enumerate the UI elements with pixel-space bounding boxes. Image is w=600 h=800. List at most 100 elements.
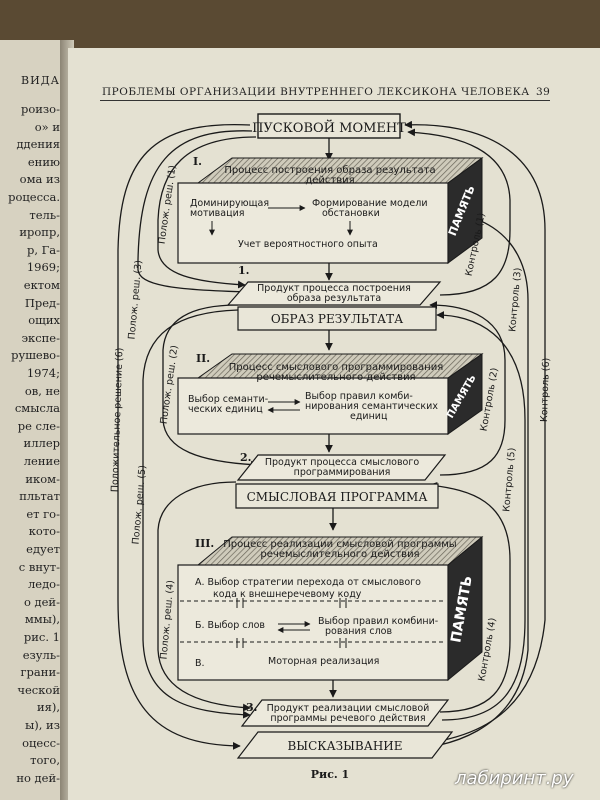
figure-caption: Рис. 1: [311, 768, 349, 781]
left-page-line: роцесса.: [8, 190, 60, 204]
block-2-item-b1: Выбор правил комби-: [305, 391, 413, 402]
block-1: I. Процесс построения образа результата …: [177, 155, 484, 264]
left-page-line: ледо-: [27, 577, 60, 592]
left-page-line: ление: [23, 454, 60, 468]
watermark: лабиринт.ру: [455, 768, 574, 789]
left-page-line: но дей-: [16, 770, 60, 785]
block-1-item-b2: обстановки: [322, 208, 380, 219]
left-page-line: р, Га-: [26, 242, 60, 257]
label-pos-4: Полож. реш. (4): [159, 580, 177, 660]
label-ctrl-3: Контроль (3): [507, 267, 524, 332]
product-1-line-1: Продукт процесса построения: [257, 283, 411, 294]
left-page-line: о» и: [34, 119, 60, 134]
block-1-number: I.: [193, 155, 202, 168]
banner-1-label: ОБРАЗ РЕЗУЛЬТАТА: [271, 312, 403, 326]
block-2-item-a2: ческих единиц: [188, 404, 263, 415]
running-title: ПРОБЛЕМЫ ОРГАНИЗАЦИИ ВНУТРЕННЕГО ЛЕКСИКО…: [102, 86, 530, 98]
block-1-item-c: Учет вероятностного опыта: [238, 239, 378, 250]
banner-2-label: СМЫСЛОВАЯ ПРОГРАММА: [247, 490, 428, 504]
product-1-line-2: образа результата: [287, 293, 381, 304]
left-page-line: ммы),: [24, 612, 60, 627]
block-2-title-2: речемыслительного действия: [256, 372, 415, 383]
product-2-line-1: Продукт процесса смыслового: [265, 457, 420, 468]
block-3-item-b-right-1: Выбор правил комбини-: [318, 616, 438, 627]
block-2-item-a1: Выбор семанти-: [188, 394, 268, 405]
product-3-line-1: Продукт реализации смысловой: [267, 703, 430, 714]
product-2-line-2: программирования: [294, 467, 391, 478]
block-3: III. Процесс реализации смысловой програ…: [177, 535, 484, 682]
left-page-line: того,: [30, 753, 60, 768]
page-number: 39: [536, 86, 551, 98]
left-page-line: пльтат: [19, 489, 60, 504]
block-3-number: III.: [195, 537, 214, 550]
left-page-line: оцесс-: [22, 735, 60, 750]
left-page-line: рис. 1: [23, 630, 60, 644]
block-3-title-1: Процесс реализации смысловой программы: [223, 539, 456, 550]
left-page-line: ома из: [19, 172, 60, 187]
left-page-line: ет го-: [26, 506, 60, 521]
trigger-label: ПУСКОВОЙ МОМЕНТ: [252, 119, 406, 136]
left-page-line: 1969;: [26, 260, 60, 275]
left-page-line: кото-: [28, 524, 60, 539]
left-page-line: ре сле-: [17, 418, 60, 433]
block-1-title-1: Процесс построения образа результата: [224, 165, 435, 176]
block-1-item-b1: Формирование модели: [312, 198, 428, 209]
block-2-title-1: Процесс смыслового программирования: [229, 362, 444, 373]
left-page-line: ческой: [17, 682, 60, 697]
left-page-line: ы), из: [25, 718, 60, 732]
left-page-line: едует: [26, 542, 60, 556]
left-page-line: ия),: [36, 700, 60, 715]
banner-3-label: ВЫСКАЗЫВАНИЕ: [287, 739, 402, 753]
block-1-title-2: действия: [305, 175, 354, 186]
label-pos-3: Полож. реш. (3): [127, 260, 145, 340]
block-2-number: II.: [196, 352, 210, 365]
block-2: II. Процесс смыслового программирования …: [177, 352, 484, 435]
product-3-number: 3.: [246, 701, 257, 714]
left-page-header: ВИДА: [21, 74, 60, 87]
left-page-line: иропр,: [19, 225, 60, 240]
block-3-item-b: Б. Выбор слов: [195, 620, 265, 631]
product-3-line-2: программы речевого действия: [270, 713, 425, 724]
label-ctrl-6: Контроль (6): [539, 358, 552, 423]
label-pos-2: Полож. реш. (2): [159, 345, 181, 425]
block-1-item-a1: Доминирующая: [190, 198, 269, 209]
banner-2: [235, 483, 439, 509]
left-page-line: роизо-: [20, 102, 60, 116]
product-1-number: 1.: [238, 264, 249, 277]
block-2-item-b2: нирования семантических: [305, 401, 438, 412]
left-page-line: экспе-: [21, 330, 60, 345]
left-page-line: тель-: [29, 207, 60, 222]
header-rule: [100, 100, 550, 101]
left-page-line: грани-: [20, 665, 60, 680]
block-1-item-a2: мотивация: [190, 208, 244, 219]
left-page-line: езуль-: [22, 647, 60, 662]
banner-3: [236, 731, 454, 759]
feedback-loops-left: [117, 123, 259, 750]
product-3-box: [240, 699, 450, 727]
left-page-line: рушево-: [11, 348, 60, 363]
block-3-item-c: В.: [195, 658, 205, 669]
label-pos-5: Полож. реш. (5): [131, 465, 149, 545]
left-page-line: иллер: [23, 436, 60, 451]
banner-1: [237, 306, 437, 331]
block-3-item-a1: А. Выбор стратегии перехода от смысловог…: [195, 577, 421, 588]
product-2-box: [236, 454, 447, 481]
block-3-item-b-right-2: рования слов: [325, 626, 392, 637]
block-3-item-c2: Моторная реализация: [268, 656, 379, 667]
left-page-line: иком-: [25, 471, 60, 486]
product-1-box: [226, 281, 442, 306]
left-page-line: ению: [27, 154, 60, 169]
left-page-line: ощих: [28, 313, 60, 328]
left-page-line: ов, не: [24, 383, 60, 398]
left-page-line: Пред-: [24, 295, 60, 310]
left-page-line: с внут-: [18, 559, 60, 574]
block-2-item-b3: единиц: [350, 411, 388, 422]
label-pos-6: Положительное решение (6): [109, 347, 125, 492]
left-page-line: 1974;: [26, 366, 60, 380]
block-3-item-a2: кода к внешнеречевому коду: [213, 589, 362, 600]
trigger-box: [257, 113, 401, 139]
label-ctrl-5: Контроль (5): [501, 447, 518, 512]
